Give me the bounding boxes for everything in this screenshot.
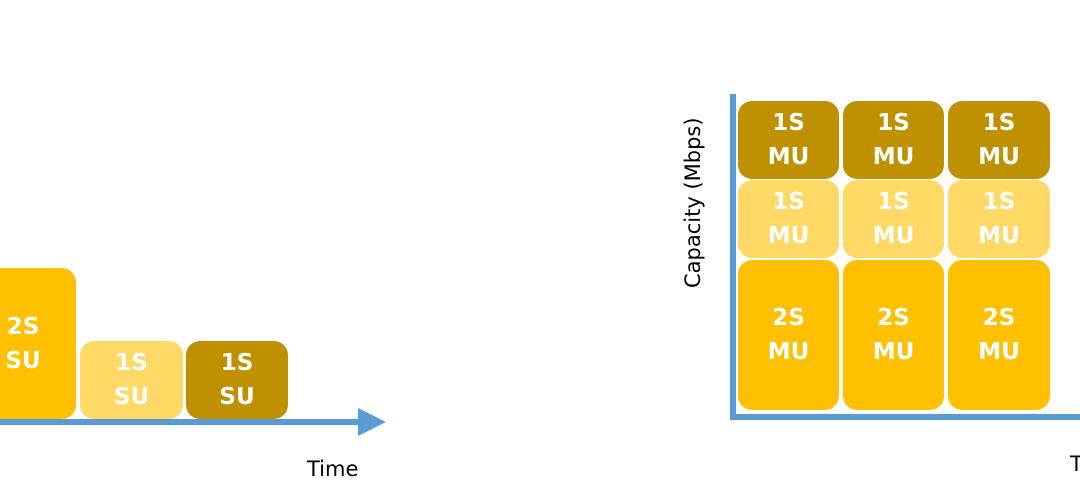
block-1s-mu-dark: 1S MU [948, 101, 1050, 179]
block-1s-mu-dark: 1S MU [843, 101, 944, 179]
block-label-line1: 2S [772, 305, 805, 331]
block-label-line2: MU [978, 223, 1020, 249]
block-2s-mu: 2S MU [843, 260, 944, 410]
block-label-line2: MU [767, 144, 810, 170]
block-2s-su: 2S SU [0, 268, 76, 419]
block-2s-mu: 2S MU [948, 260, 1050, 410]
block-label-line2: MU [872, 339, 915, 365]
block-label-line1: 1S [115, 350, 148, 376]
block-1s-su-dark: 1S SU [186, 341, 288, 419]
block-label-line2: MU [767, 339, 810, 365]
block-1s-mu-light: 1S MU [843, 180, 944, 258]
time-axis-arrow-icon [358, 408, 386, 436]
block-2s-mu: 2S MU [738, 260, 839, 410]
block-label-line1: 1S [772, 189, 805, 215]
block-label-line2: MU [978, 339, 1020, 365]
block-label-line1: 1S [220, 350, 254, 376]
time-axis-label: Time [307, 457, 359, 481]
block-label-line1: 2S [6, 313, 40, 340]
block-label-line1: 1S [982, 189, 1016, 215]
block-label-line2: MU [872, 223, 915, 249]
block-1s-mu-light: 1S MU [738, 180, 839, 258]
block-label-line2: MU [767, 223, 810, 249]
block-label-line1: 2S [877, 305, 910, 331]
time-axis-right [730, 414, 1080, 420]
capacity-axis-label: Capacity (Mbps) [681, 117, 705, 288]
block-label-line1: 1S [982, 110, 1016, 136]
capacity-axis [730, 94, 736, 420]
block-label-line2: MU [872, 144, 915, 170]
block-label-line1: 1S [877, 189, 910, 215]
block-label-line2: MU [978, 144, 1020, 170]
time-axis-label-right: T [1070, 452, 1080, 476]
block-label-line2: SU [5, 347, 41, 374]
block-1s-mu-dark: 1S MU [738, 101, 839, 179]
block-1s-mu-light: 1S MU [948, 180, 1050, 258]
block-1s-su-light: 1S SU [80, 341, 183, 419]
block-label-line1: 1S [877, 110, 910, 136]
block-label-line1: 1S [772, 110, 805, 136]
block-label-line1: 2S [982, 305, 1016, 331]
time-axis [0, 419, 360, 425]
block-label-line2: SU [219, 384, 255, 410]
block-label-line2: SU [113, 384, 150, 410]
